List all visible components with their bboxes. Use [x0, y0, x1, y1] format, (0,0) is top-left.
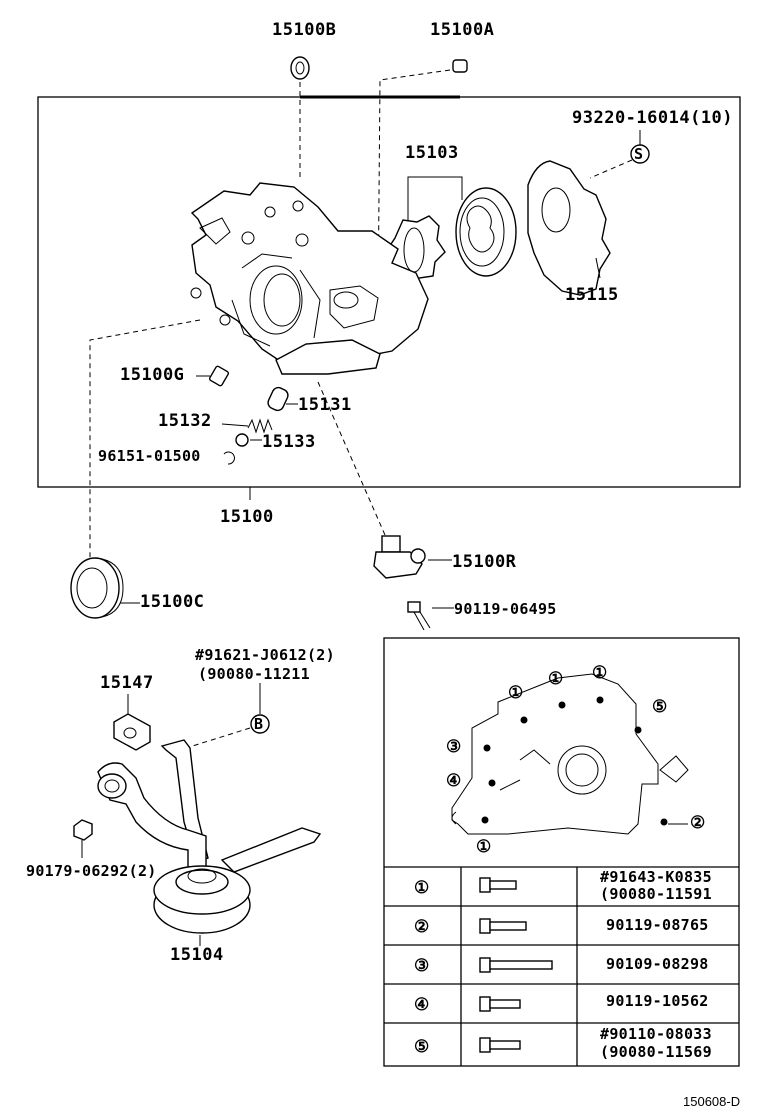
label-15100R: 15100R [452, 552, 517, 572]
svg-text:②: ② [414, 917, 430, 937]
pin-15100A [452, 59, 468, 73]
label-15133: 15133 [262, 432, 316, 452]
svg-text:⑤: ⑤ [652, 697, 668, 717]
gasket-15147 [113, 713, 151, 751]
bolt-panel [383, 637, 740, 1067]
svg-text:①: ① [548, 669, 564, 689]
svg-text:②: ② [690, 813, 706, 833]
label-15100: 15100 [220, 507, 274, 527]
label-15100A: 15100A [430, 20, 494, 40]
bolt-markers: ① ① ① ⑤ ③ ④ ① ② [446, 663, 706, 857]
oring-15100B [290, 56, 310, 80]
bolt-icon-short-flange [479, 877, 517, 893]
bolt-table-row: ② 90119-08765 [414, 916, 709, 937]
svg-text:#91643-K0835: #91643-K0835 [600, 868, 712, 886]
label-93220-16014: 93220-16014(10) [572, 108, 733, 128]
oil-seal-15100C [70, 557, 124, 619]
label-15132: 15132 [158, 411, 212, 431]
bolt-table-row: ④ 90119-10562 [414, 992, 709, 1015]
label-15100C: 15100C [140, 592, 204, 612]
spring-15132 [247, 418, 273, 434]
svg-text:90119-10562: 90119-10562 [606, 992, 709, 1010]
bolt-icon-long [479, 957, 553, 973]
bolt-icon-short [479, 996, 521, 1012]
svg-text:⑤: ⑤ [414, 1037, 430, 1057]
label-90080-11211: (90080-11211 [198, 665, 310, 683]
bolt-table: ① #91643-K0835 (90080-11591 ② 90119-0876… [384, 866, 739, 1066]
bolt-icon-short-flange [479, 1037, 521, 1053]
pump-outline [451, 673, 689, 835]
svg-text:③: ③ [414, 956, 430, 976]
snap-ring-96151 [223, 451, 235, 465]
oil-pump-body-15100 [190, 182, 429, 375]
pump-cover-15115 [527, 160, 611, 296]
svg-text:③: ③ [446, 737, 462, 757]
svg-text:#90110-08033: #90110-08033 [600, 1025, 712, 1043]
svg-text:①: ① [414, 878, 430, 898]
svg-text:④: ④ [414, 995, 430, 1015]
callout-s-marker [630, 144, 650, 164]
bolt-table-row: ③ 90109-08298 [414, 955, 709, 976]
oil-strainer-15104 [97, 739, 322, 934]
label-15103: 15103 [405, 143, 459, 163]
label-90179-06292: 90179-06292(2) [26, 862, 157, 880]
label-15131: 15131 [298, 395, 352, 415]
label-15100B: 15100B [272, 20, 336, 40]
bolt-table-row: ⑤ #90110-08033 (90080-11569 [414, 1025, 712, 1061]
svg-text:(90080-11569: (90080-11569 [600, 1043, 712, 1061]
bolt-hole-dots [481, 696, 668, 826]
stud-15100G [208, 365, 230, 387]
label-15147: 15147 [100, 673, 154, 693]
svg-text:90119-08765: 90119-08765 [606, 916, 709, 934]
relief-valve-15131 [267, 386, 289, 412]
bolt-table-row: ① #91643-K0835 (90080-11591 [414, 868, 712, 903]
bolt-90119-06495 [407, 601, 431, 631]
pressure-switch-15100R [373, 535, 426, 579]
label-96151-01500: 96151-01500 [98, 447, 201, 465]
diagram-id: 150608-D [683, 1094, 740, 1109]
retainer-15133 [235, 433, 249, 447]
label-15104: 15104 [170, 945, 224, 965]
bolt-icon-medium [479, 918, 527, 934]
callout-b-marker [250, 714, 270, 734]
svg-text:④: ④ [446, 771, 462, 791]
svg-text:①: ① [476, 837, 492, 857]
nut-90179-06292 [73, 819, 93, 841]
svg-text:90109-08298: 90109-08298 [606, 955, 709, 973]
svg-text:①: ① [592, 663, 608, 683]
svg-text:(90080-11591: (90080-11591 [600, 885, 712, 903]
label-15100G: 15100G [120, 365, 184, 385]
svg-text:①: ① [508, 683, 524, 703]
label-90119-06495: 90119-06495 [454, 600, 557, 618]
label-91621-J0612: #91621-J0612(2) [195, 646, 335, 664]
driven-rotor [455, 187, 517, 277]
label-15115: 15115 [565, 285, 619, 305]
svg-text:S: S [634, 145, 643, 163]
svg-text:B: B [254, 715, 263, 733]
